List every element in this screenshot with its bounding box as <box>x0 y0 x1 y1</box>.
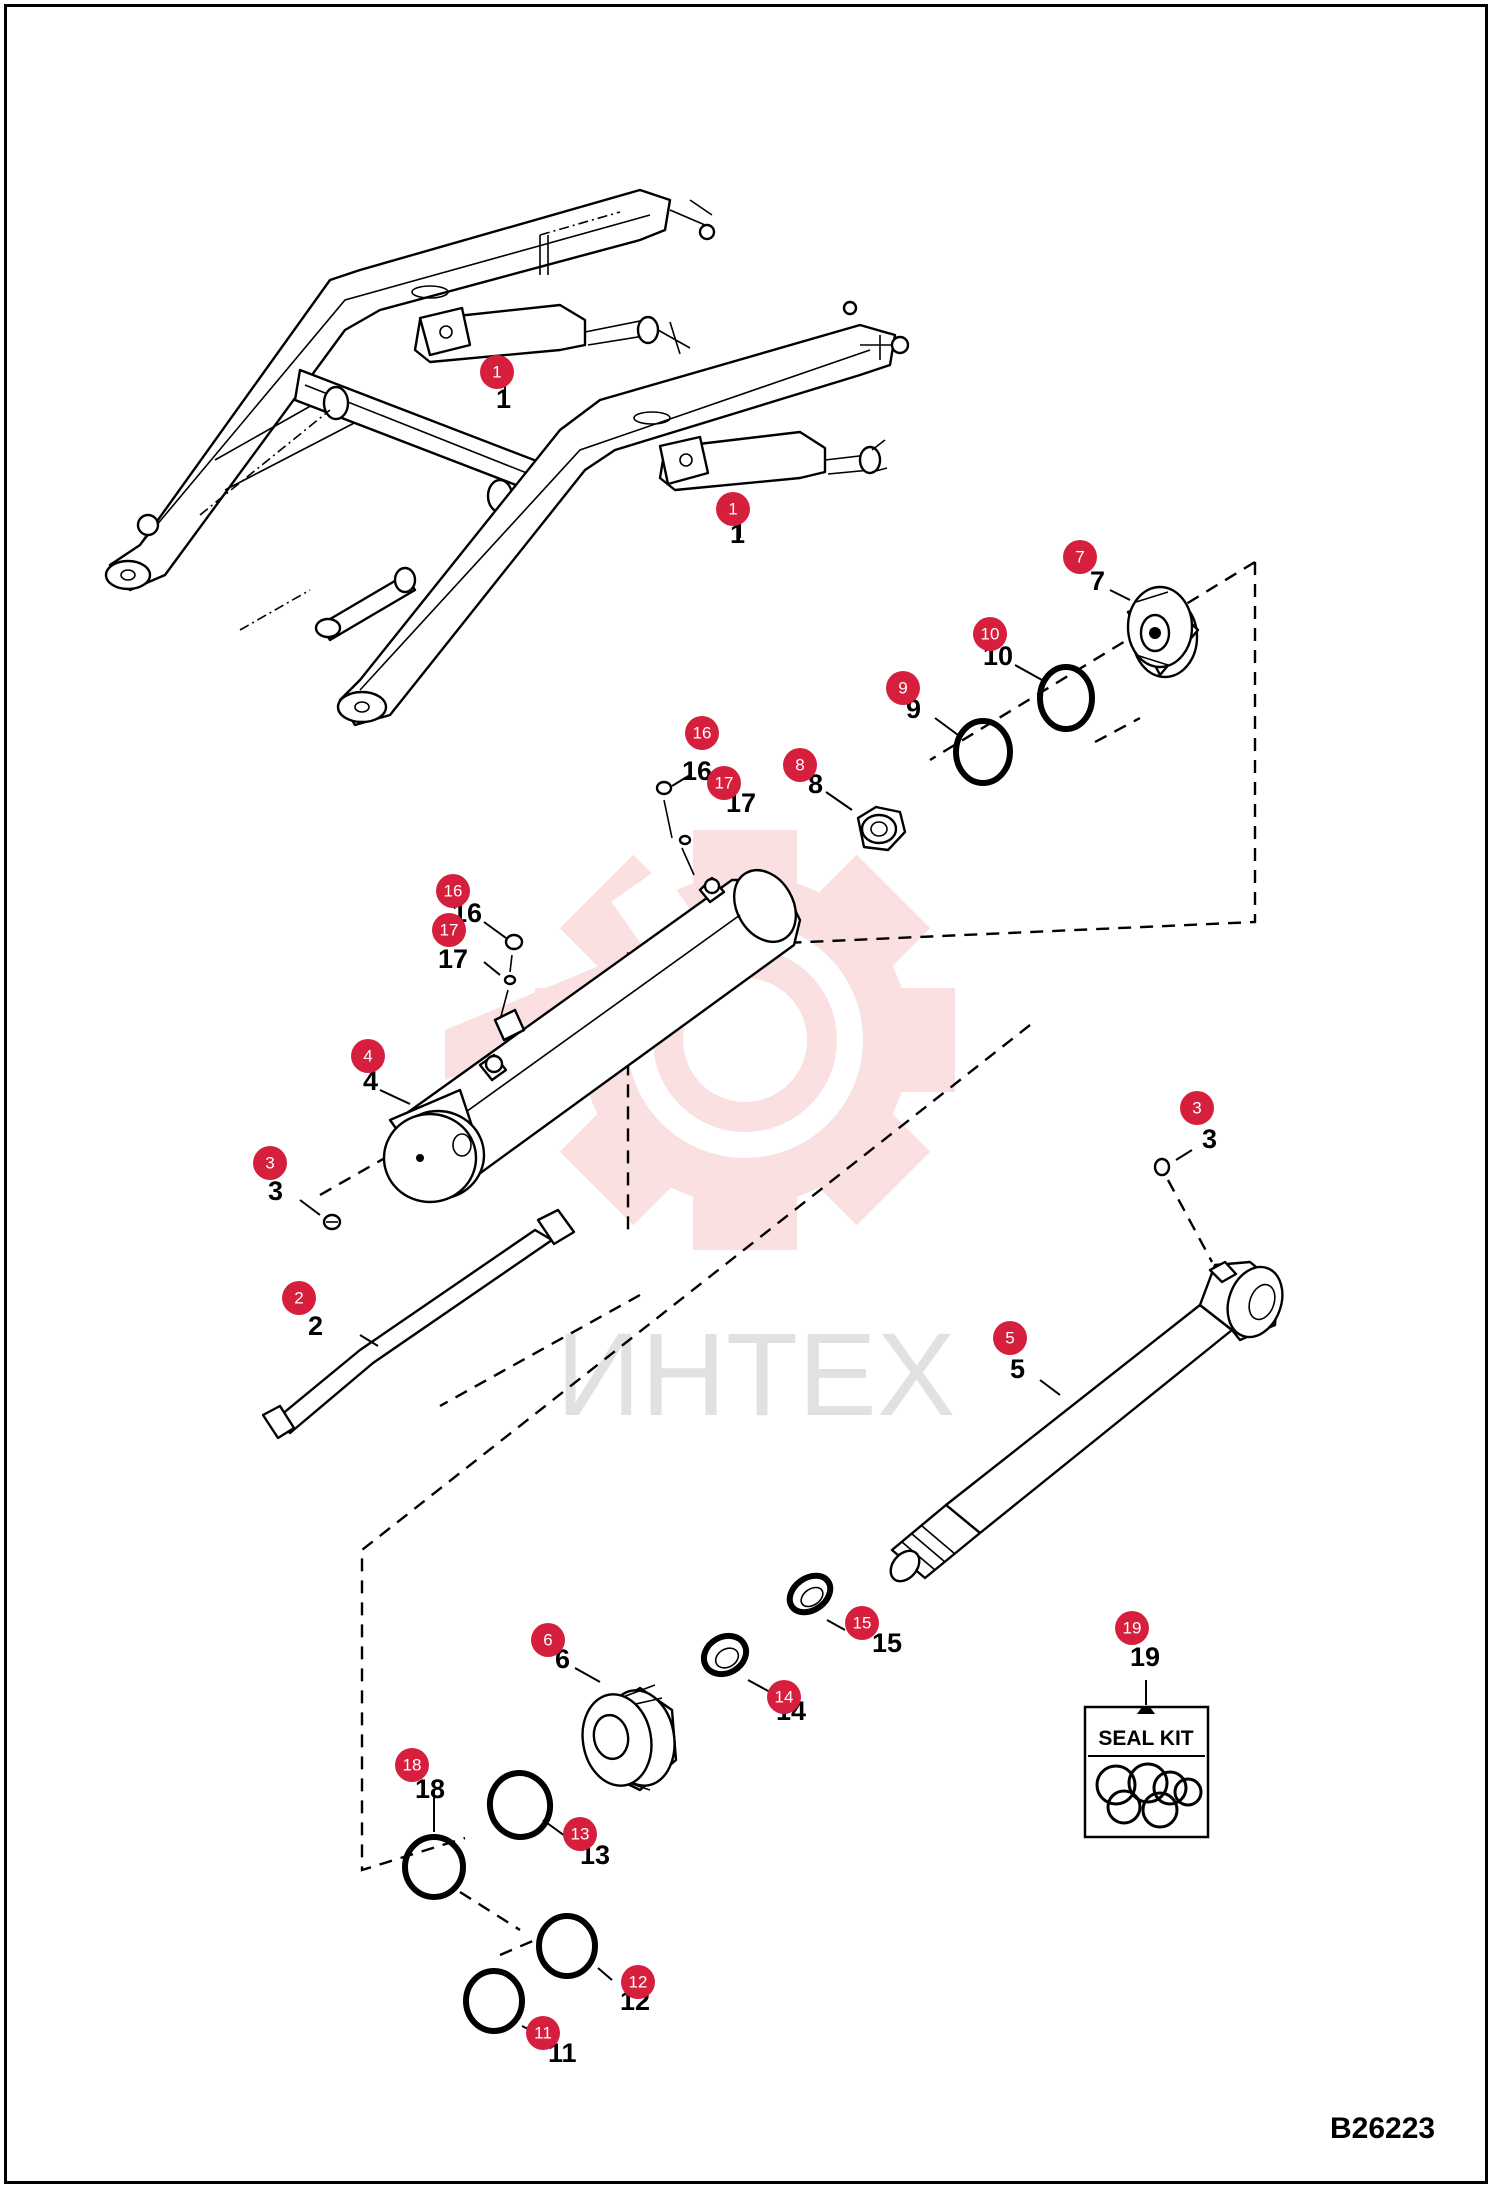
svg-text:3: 3 <box>1192 1099 1201 1118</box>
callout-7: 7 <box>1063 540 1097 574</box>
callout-2: 2 <box>282 1281 316 1315</box>
svg-text:5: 5 <box>1010 1354 1025 1384</box>
svg-text:8: 8 <box>795 756 804 775</box>
callout-17-mid: 17 <box>432 913 466 947</box>
svg-text:3: 3 <box>268 1176 283 1206</box>
svg-text:12: 12 <box>629 1973 648 1992</box>
callout-17-top: 17 <box>707 766 741 800</box>
svg-text:16: 16 <box>682 756 712 786</box>
part-10-seal-ring <box>1037 664 1095 732</box>
svg-text:7: 7 <box>1090 566 1105 596</box>
drawing-frame <box>4 4 1488 2184</box>
svg-text:1: 1 <box>730 519 745 549</box>
part-15-wiper-seal <box>786 1572 834 1616</box>
svg-text:3: 3 <box>265 1154 274 1173</box>
part-18-o-ring <box>402 1834 466 1900</box>
callout-3-right: 3 <box>1180 1091 1214 1125</box>
seal-kit-label: SEAL KIT <box>1098 1727 1193 1750</box>
leader-lines <box>299 385 1193 2036</box>
loader-arm-assembly <box>104 188 910 727</box>
callout-14: 14 <box>767 1680 801 1714</box>
part-3-plug-left <box>322 1213 342 1231</box>
part-19-seal-kit: SEAL KIT <box>1083 1680 1210 1839</box>
svg-text:11: 11 <box>534 2024 552 2043</box>
svg-text:6: 6 <box>543 1631 552 1650</box>
svg-text:17: 17 <box>440 921 459 940</box>
svg-text:2: 2 <box>308 1311 323 1341</box>
callout-19: 19 <box>1115 1611 1149 1645</box>
svg-text:3: 3 <box>1202 1124 1217 1154</box>
watermark-text: ИНТЕХ <box>556 1309 956 1441</box>
callout-3-left: 3 <box>253 1146 287 1180</box>
svg-text:15: 15 <box>872 1628 902 1658</box>
part-7-piston <box>1126 585 1200 679</box>
svg-text:4: 4 <box>363 1047 372 1066</box>
callout-15: 15 <box>845 1606 879 1640</box>
callout-5: 5 <box>993 1321 1027 1355</box>
part-4-cylinder-barrel <box>382 869 802 1204</box>
svg-text:2: 2 <box>294 1289 303 1308</box>
svg-text:13: 13 <box>571 1825 590 1844</box>
callout-1-lower: 1 <box>716 492 750 526</box>
svg-text:16: 16 <box>444 882 463 901</box>
svg-text:18: 18 <box>403 1756 422 1775</box>
part-9-seal-ring <box>953 718 1013 786</box>
part-2-hydraulic-tube <box>261 1208 576 1440</box>
svg-text:17: 17 <box>438 944 468 974</box>
callout-4: 4 <box>351 1039 385 1073</box>
svg-text:9: 9 <box>898 679 907 698</box>
svg-text:1: 1 <box>492 363 501 382</box>
svg-text:7: 7 <box>1075 548 1084 567</box>
callout-1-upper: 1 <box>480 355 514 389</box>
svg-text:16: 16 <box>693 724 712 743</box>
svg-text:10: 10 <box>981 625 1000 644</box>
assembly-path-dashed <box>360 560 1257 1872</box>
part-8-nut <box>856 805 907 852</box>
callout-16-mid: 16 <box>436 874 470 908</box>
svg-text:1: 1 <box>728 500 737 519</box>
callout-10: 10 <box>973 617 1007 651</box>
watermark-gear-logo <box>445 830 955 1250</box>
callout-11: 11 <box>526 2016 560 2050</box>
callout-9: 9 <box>886 671 920 705</box>
callout-8: 8 <box>783 748 817 782</box>
svg-text:19: 19 <box>1123 1619 1142 1638</box>
part-13-o-ring <box>486 1770 554 1840</box>
svg-text:1: 1 <box>496 384 511 414</box>
svg-text:5: 5 <box>1005 1329 1014 1348</box>
part-14-rod-seal <box>700 1632 750 1678</box>
drawing-code: B26223 <box>1330 2112 1435 2145</box>
svg-text:15: 15 <box>853 1614 872 1633</box>
part-16-17-fittings-mid <box>493 933 526 1042</box>
part-16-17-fittings-top <box>655 780 695 876</box>
part-12-backup-ring <box>536 1913 598 1979</box>
callout-16-top: 16 <box>685 716 719 750</box>
part-5-piston-rod <box>889 1260 1284 1583</box>
callout-6: 6 <box>531 1623 565 1657</box>
svg-text:4: 4 <box>363 1066 378 1096</box>
part-11-backup-ring <box>463 1968 525 2034</box>
callout-18: 18 <box>395 1748 429 1782</box>
svg-text:19: 19 <box>1130 1642 1160 1672</box>
callout-13: 13 <box>563 1817 597 1851</box>
part-3-plug-right <box>1153 1157 1214 1263</box>
svg-text:14: 14 <box>775 1688 794 1707</box>
svg-text:17: 17 <box>715 774 734 793</box>
callout-12: 12 <box>621 1965 655 1999</box>
part-6-cylinder-head <box>581 1684 678 1792</box>
